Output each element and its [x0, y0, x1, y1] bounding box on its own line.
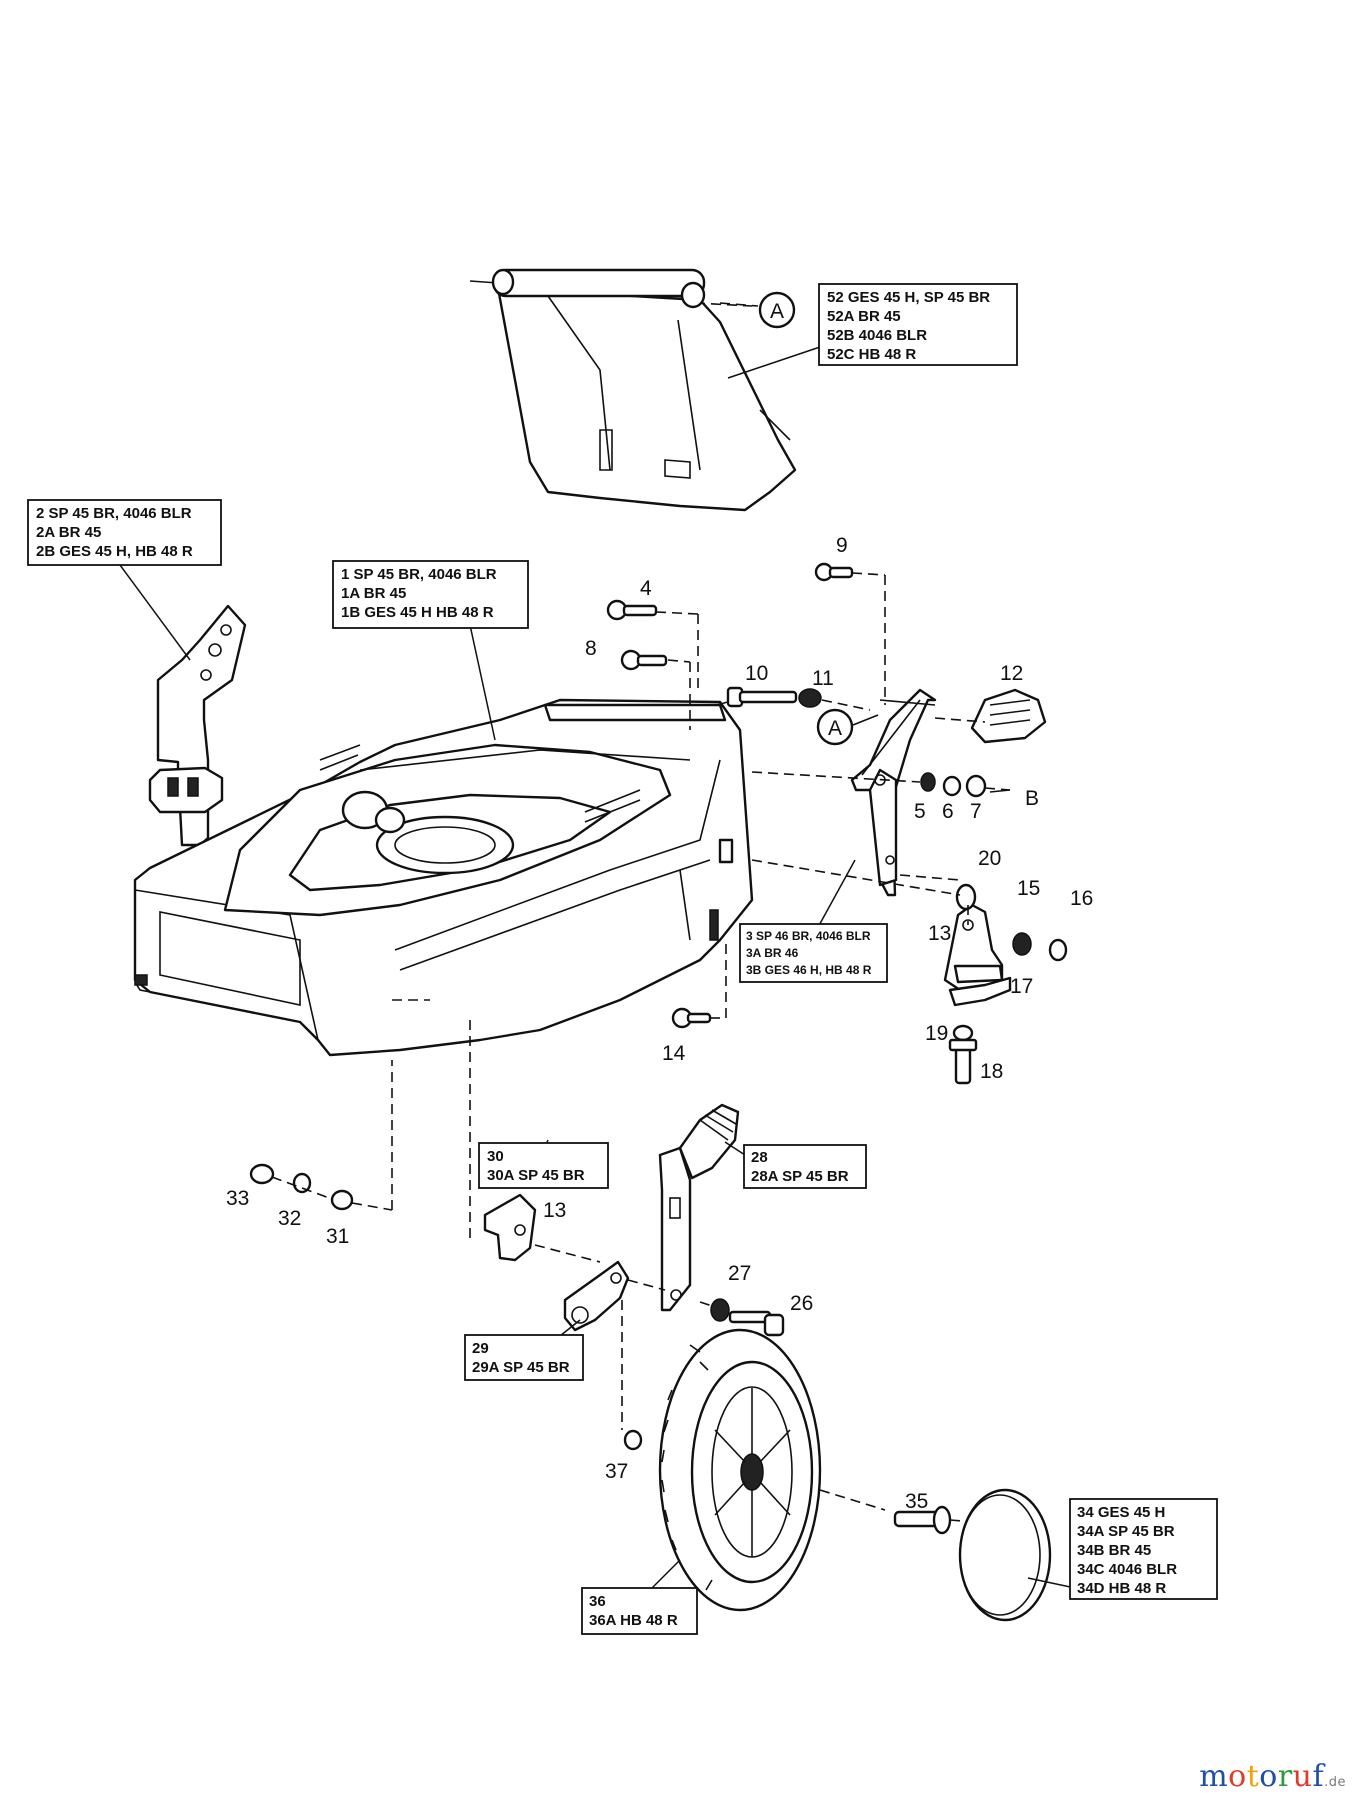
svg-text:2A BR 45: 2A BR 45 [36, 524, 101, 541]
watermark-letter: o [1259, 1759, 1278, 1794]
part-number: 7 [970, 800, 982, 823]
bolt-26 [699, 1298, 785, 1337]
callout-box-52: 52 GES 45 H, SP 45 BR 52A BR 45 52B 4046… [818, 283, 1018, 366]
watermark-letter: t [1246, 1759, 1260, 1794]
watermark-suffix: .de [1324, 1775, 1346, 1790]
wheel-36 [623, 1328, 886, 1612]
motoruf-watermark: motoruf.de [1199, 1759, 1346, 1794]
callout-box-29: 29 29A SP 45 BR [464, 1334, 584, 1381]
part-number: 5 [914, 800, 926, 823]
height-adjust-lever [899, 874, 1068, 1085]
svg-text:28: 28 [751, 1149, 768, 1166]
svg-text:3A BR 46: 3A BR 46 [746, 946, 799, 960]
part-number: 19 [925, 1022, 948, 1045]
part-number: 10 [745, 662, 768, 685]
part-number: 13 [543, 1199, 566, 1222]
callout-box-3: 3 SP 46 BR, 4046 BLR 3A BR 46 3B GES 46 … [739, 923, 888, 983]
part-number: 13 [928, 922, 951, 945]
callout-box-28: 28 28A SP 45 BR [743, 1144, 867, 1189]
callout-box-34: 34 GES 45 H 34A SP 45 BR 34B BR 45 34C 4… [1069, 1498, 1218, 1600]
watermark-letter: f [1312, 1759, 1325, 1794]
part-number: 16 [1070, 887, 1093, 910]
svg-text:3B GES 46 H, HB 48 R: 3B GES 46 H, HB 48 R [746, 963, 872, 977]
svg-text:30: 30 [487, 1148, 504, 1165]
bolt-14 [671, 940, 727, 1029]
svg-text:29: 29 [472, 1340, 489, 1357]
svg-text:34C 4046 BLR: 34C 4046 BLR [1077, 1561, 1177, 1578]
reference-marker-a-top: A [719, 291, 796, 329]
svg-text:1A BR 45: 1A BR 45 [341, 585, 406, 602]
part-number: 20 [978, 847, 1001, 870]
left-handle-bracket [148, 604, 247, 847]
part-number: 35 [905, 1490, 928, 1513]
callout-box-30: 30 30A SP 45 BR [478, 1142, 609, 1189]
svg-text:1B GES 45 H HB 48 R: 1B GES 45 H HB 48 R [341, 604, 494, 621]
svg-text:3 SP 46 BR, 4046 BLR: 3 SP 46 BR, 4046 BLR [746, 929, 871, 943]
svg-text:36A HB 48 R: 36A HB 48 R [589, 1612, 678, 1629]
handle-clamp [934, 688, 1047, 744]
grass-catcher-bag [469, 268, 797, 512]
washers-31-33 [249, 999, 471, 1240]
part-number: 4 [640, 577, 652, 600]
part-number: 14 [662, 1042, 686, 1065]
part-number-labels: 9 4 8 10 11 12 5 6 7 B 20 15 16 13 17 19… [226, 534, 1093, 1513]
callout-box-2: 2 SP 45 BR, 4046 BLR 2A BR 45 2B GES 45 … [27, 499, 222, 566]
svg-text:30A SP 45 BR: 30A SP 45 BR [487, 1167, 585, 1184]
part-number: 15 [1017, 877, 1040, 900]
mower-deck [133, 698, 754, 1057]
svg-text:A: A [770, 300, 784, 323]
svg-text:34A SP 45 BR: 34A SP 45 BR [1077, 1523, 1175, 1540]
svg-text:52A BR 45: 52A BR 45 [827, 308, 901, 325]
part-number: 12 [1000, 662, 1023, 685]
svg-text:2 SP 45 BR, 4046 BLR: 2 SP 45 BR, 4046 BLR [36, 505, 192, 522]
svg-text:A: A [828, 717, 842, 740]
callout-box-36: 36 36A HB 48 R [581, 1587, 698, 1635]
fasteners-upper [606, 562, 1011, 896]
svg-text:28A SP 45 BR: 28A SP 45 BR [751, 1168, 849, 1185]
part-number: 37 [605, 1460, 628, 1483]
svg-text:52B 4046 BLR: 52B 4046 BLR [827, 327, 927, 344]
part-number: 6 [942, 800, 954, 823]
part-number: 9 [836, 534, 848, 557]
svg-text:52 GES 45 H, SP 45 BR: 52 GES 45 H, SP 45 BR [827, 289, 990, 306]
callout-box-1: 1 SP 45 BR, 4046 BLR 1A BR 45 1B GES 45 … [332, 560, 529, 629]
svg-text:2B GES 45 H, HB 48 R: 2B GES 45 H, HB 48 R [36, 543, 193, 560]
axle-bolt-35 [893, 1505, 976, 1535]
svg-text:34B BR 45: 34B BR 45 [1077, 1542, 1151, 1559]
watermark-letter: o [1228, 1759, 1247, 1794]
part-number: 18 [980, 1060, 1003, 1083]
part-number: B [1025, 787, 1039, 810]
watermark-letter: r [1277, 1759, 1293, 1794]
axle-bracket-30 [483, 1193, 601, 1263]
part-number: 32 [278, 1207, 301, 1230]
part-number: 26 [790, 1292, 813, 1315]
right-handle-bracket [850, 688, 937, 897]
svg-text:34D HB 48 R: 34D HB 48 R [1077, 1580, 1166, 1597]
svg-text:34 GES 45 H: 34 GES 45 H [1077, 1504, 1165, 1521]
part-number: 8 [585, 637, 597, 660]
part-number: 33 [226, 1187, 249, 1210]
hub-cap-34 [958, 1488, 1052, 1622]
reference-marker-a-mid: A [816, 708, 879, 746]
part-number: 27 [728, 1262, 751, 1285]
svg-text:52C HB 48 R: 52C HB 48 R [827, 346, 916, 363]
part-number: 17 [1010, 975, 1033, 998]
watermark-letter: u [1292, 1759, 1313, 1794]
svg-text:1 SP 45 BR, 4046 BLR: 1 SP 45 BR, 4046 BLR [341, 566, 497, 583]
svg-text:36: 36 [589, 1593, 606, 1610]
svg-text:29A SP 45 BR: 29A SP 45 BR [472, 1359, 570, 1376]
watermark-letter: m [1199, 1759, 1229, 1794]
part-number: 11 [812, 667, 834, 690]
wheel-bracket-28 [658, 1103, 740, 1312]
part-number: 31 [326, 1225, 349, 1248]
axle-plate-29 [563, 1260, 666, 1430]
